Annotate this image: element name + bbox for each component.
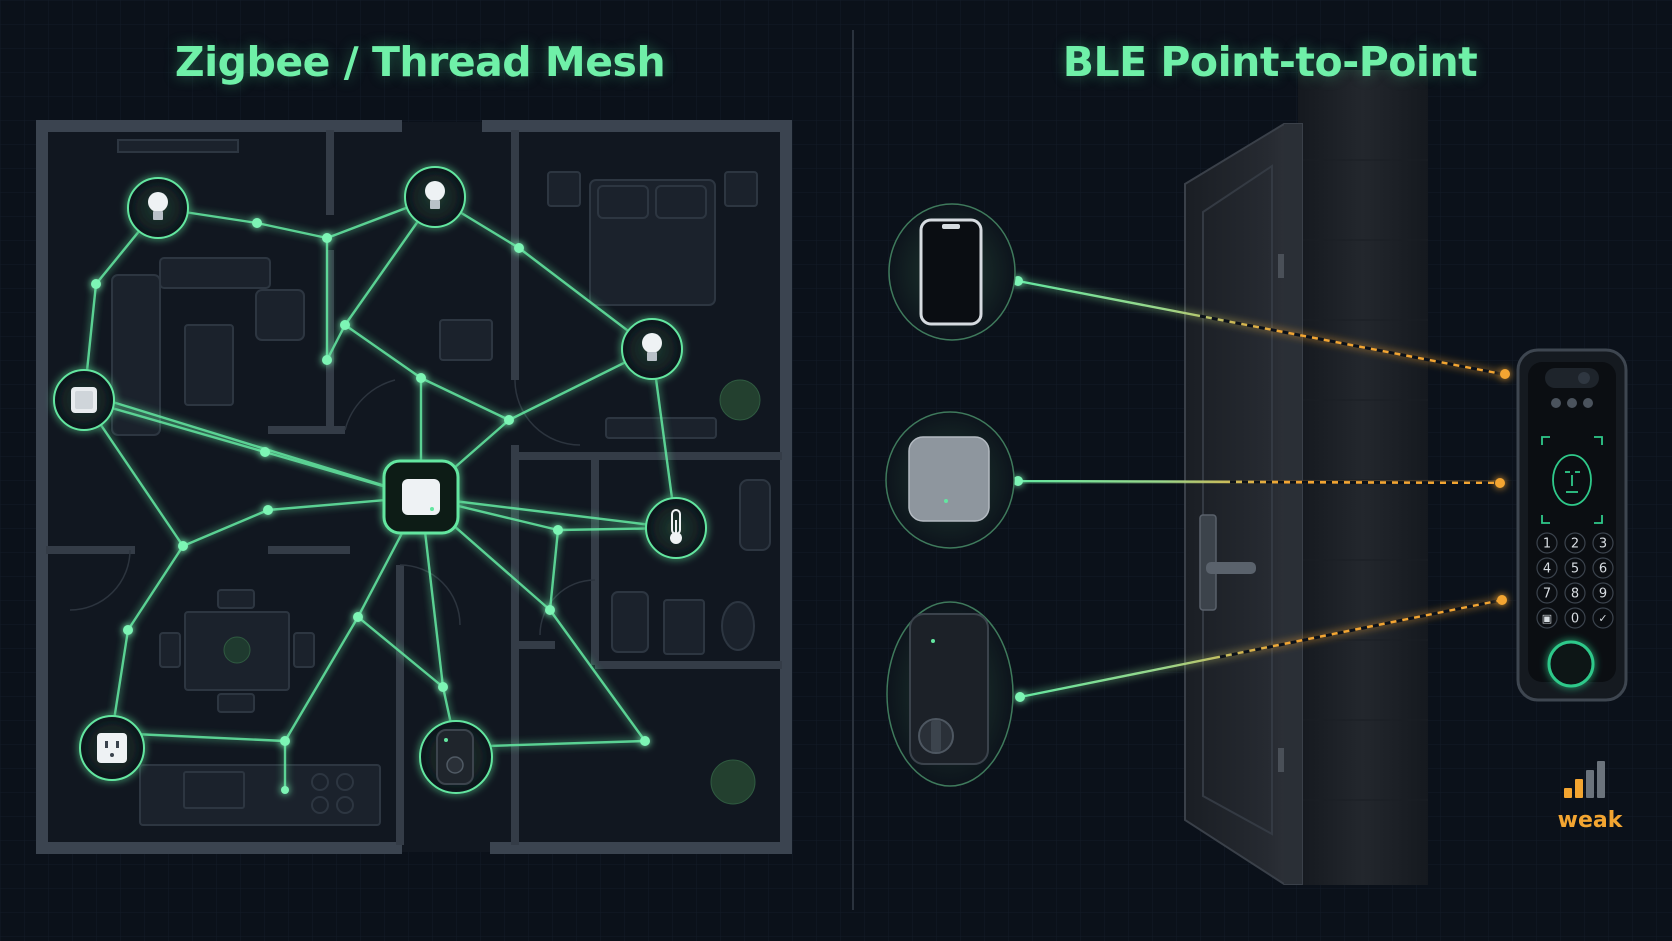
keypad-key-label: 0 — [1571, 612, 1579, 627]
keypad-key-0 — [1564, 607, 1586, 629]
signal-strength-icon — [1564, 761, 1605, 798]
keypad-key-label: 2 — [1571, 537, 1579, 552]
bulb-node-3 — [621, 318, 683, 380]
keypad-key-4 — [1536, 557, 1558, 579]
hub-icon — [402, 479, 440, 515]
deadbolt-node — [886, 601, 1014, 787]
phone-node — [888, 203, 1016, 341]
bulb-node-1 — [127, 177, 189, 239]
ble-links — [1017, 279, 1503, 699]
keypad-key-label: 4 — [1543, 562, 1551, 577]
bulb-icon — [148, 192, 168, 220]
fingerprint-icon — [1547, 640, 1595, 688]
keypad-key-label: 8 — [1571, 587, 1579, 602]
keypad-key-9 — [1592, 582, 1614, 604]
mesh-relay-dots — [91, 218, 650, 794]
ble-endpoints — [1013, 276, 1510, 702]
bridge-node — [885, 411, 1015, 549]
bulb-icon — [642, 333, 662, 361]
outlet-icon — [97, 733, 127, 763]
bridge-icon — [908, 436, 990, 522]
signal-bar — [1575, 779, 1583, 798]
keypad-key-1 — [1536, 532, 1558, 554]
ble-title: BLE Point-to-Point — [1062, 38, 1478, 86]
brick-wall — [1298, 70, 1428, 885]
signal-bar — [1586, 770, 1594, 798]
keypad-key-lock — [1536, 607, 1558, 629]
hub-node — [382, 459, 460, 535]
keypad-key-3 — [1592, 532, 1614, 554]
keypad-key-check — [1592, 607, 1614, 629]
keypad-key-label: 7 — [1543, 587, 1551, 602]
door — [1184, 123, 1303, 885]
bulb-node-2 — [404, 166, 466, 228]
keypad-key-label: 9 — [1599, 587, 1607, 602]
lock-icon: ▣ — [1542, 612, 1552, 625]
keypad-key-6 — [1592, 557, 1614, 579]
keypad-key-label: 3 — [1599, 537, 1607, 552]
signal-bar — [1564, 788, 1572, 798]
signal-label: weak — [1557, 808, 1623, 833]
mesh-title: Zigbee / Thread Mesh — [174, 38, 666, 86]
deadbolt-icon — [909, 613, 989, 765]
keypad-lock: 1 2 3 4 5 6 7 8 9 ▣ 0 ✓ — [1516, 348, 1628, 702]
outlet-node — [79, 715, 145, 781]
check-icon: ✓ — [1598, 612, 1607, 625]
face-scan-icon — [1541, 436, 1603, 524]
keypad-key-2 — [1564, 532, 1586, 554]
door-handle — [1199, 514, 1256, 611]
keypad-key-label: 1 — [1543, 537, 1551, 552]
smart-lock-icon — [436, 729, 474, 785]
thermometer-node — [645, 497, 707, 559]
keypad-key-8 — [1564, 582, 1586, 604]
keypad-key-5 — [1564, 557, 1586, 579]
keypad-key-7 — [1536, 582, 1558, 604]
keypad-grid: 1 2 3 4 5 6 7 8 9 ▣ 0 ✓ — [1536, 532, 1614, 629]
thermometer-icon — [670, 509, 682, 544]
phone-icon — [919, 218, 983, 326]
wall-switch-icon — [71, 387, 97, 413]
keypad-key-label: 5 — [1571, 562, 1579, 577]
bulb-icon — [425, 181, 445, 209]
lock-node — [419, 720, 493, 794]
signal-bar — [1597, 761, 1605, 798]
keypad-key-label: 6 — [1599, 562, 1607, 577]
switch-node — [53, 369, 115, 431]
